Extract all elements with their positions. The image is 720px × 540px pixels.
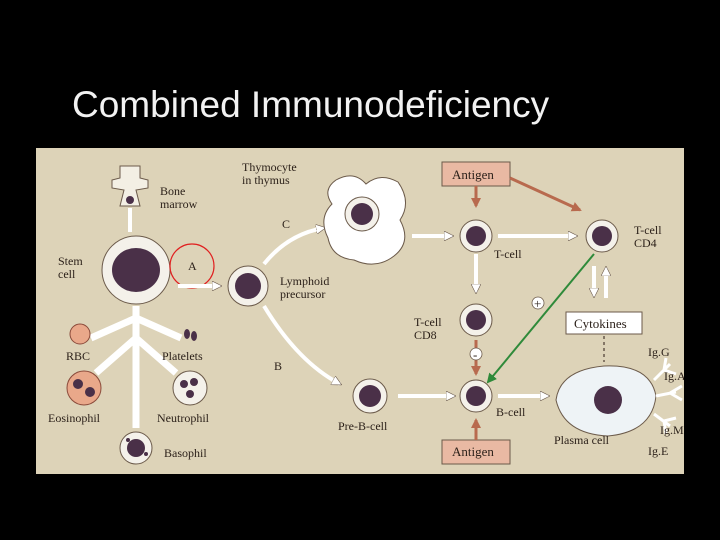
thymocyte-label: Thymocyte in thymus	[242, 160, 300, 187]
igm-label: Ig.M	[660, 423, 684, 437]
antigen-bottom-label: Antigen	[452, 444, 494, 459]
antigen-top-box	[441, 161, 511, 187]
slide-title: Combined Immunodeficiency	[72, 84, 550, 125]
basophil-cell	[119, 431, 153, 465]
thymus-organ	[323, 175, 406, 265]
minus-sign-label: -	[473, 347, 477, 362]
t-cell-label: T-cell	[494, 247, 522, 261]
iga-label: Ig.A	[664, 369, 684, 383]
t-cell-cd4	[585, 219, 619, 253]
path-a-label: A	[188, 259, 197, 273]
path-b-arrow	[262, 304, 340, 386]
t-cell-cd8	[459, 303, 493, 337]
pre-b-cell-label: Pre-B-cell	[338, 419, 388, 433]
basophil-label: Basophil	[164, 446, 207, 460]
antigen-top-label: Antigen	[452, 167, 494, 182]
plus-sign-icon	[531, 296, 545, 310]
antibody-icons	[652, 357, 683, 435]
path-b-label: B	[274, 359, 282, 373]
lymphoid-precursor-cell	[227, 265, 269, 307]
bone-marrow-icon	[111, 165, 149, 207]
stem-cell-branch-arrows	[89, 306, 183, 428]
pre-b-cell	[352, 378, 388, 414]
ige-label: Ig.E	[648, 444, 668, 458]
neutrophil-label: Neutrophil	[157, 411, 210, 425]
cytokines-box	[565, 311, 643, 335]
t-cell-cd8-label: T-cell CD8	[414, 315, 445, 342]
stem-cell	[101, 235, 171, 305]
platelets-label: Platelets	[162, 349, 203, 363]
bone-marrow-label: Bone marrow	[160, 184, 198, 211]
t-cell	[459, 219, 493, 253]
b-cell	[459, 379, 493, 413]
t-cell-cd4-label: T-cell CD4	[634, 223, 665, 250]
minus-sign-icon	[469, 347, 483, 361]
b-cell-label: B-cell	[496, 405, 526, 419]
cd4-to-bcell-arrow	[486, 253, 595, 384]
cytokines-label: Cytokines	[574, 316, 627, 331]
igg-label: Ig.G	[648, 345, 670, 359]
immunology-diagram: Bone marrow Stem cell RBC Platelets Eosi…	[36, 148, 684, 474]
rbc-cell	[69, 323, 91, 345]
lymphoid-precursor-label: Lymphoid precursor	[280, 274, 332, 301]
eosinophil-cell	[66, 370, 102, 406]
neutrophil-cell	[172, 370, 208, 406]
path-c-arrow	[262, 228, 324, 266]
plasma-cell	[555, 365, 657, 437]
eosinophil-label: Eosinophil	[48, 411, 101, 425]
path-c-label: C	[282, 217, 290, 231]
plus-sign-label: +	[534, 296, 541, 311]
plasma-cell-label: Plasma cell	[554, 433, 610, 447]
rbc-label: RBC	[66, 349, 90, 363]
antigen-to-cd4-arrow	[509, 176, 582, 212]
platelets-icon	[184, 329, 197, 341]
stem-cell-label: Stem cell	[58, 254, 86, 281]
